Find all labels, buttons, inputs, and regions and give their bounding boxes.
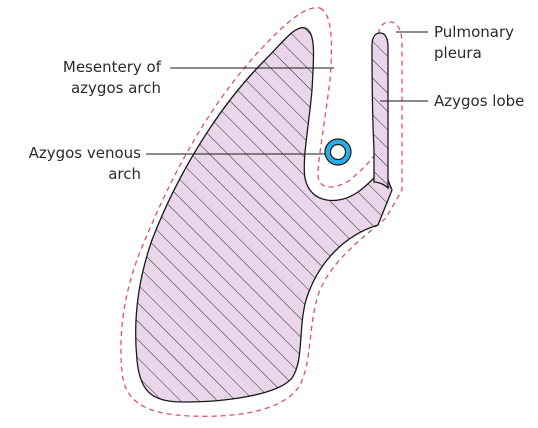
mesentery-label: Mesentery of azygos arch (16, 57, 161, 99)
azygos-lobe-label: Azygos lobe (434, 91, 538, 112)
pulmonary-pleura-label-line2: pleura (434, 43, 538, 64)
azygos-venous-label-line2: arch (0, 164, 141, 185)
azygos-vein-lumen (331, 145, 346, 160)
azygos-lobe-label-text: Azygos lobe (434, 91, 538, 112)
azygos-venous-arch-label: Azygos venous arch (0, 143, 141, 185)
azygos-venous-label-line1: Azygos venous (0, 143, 141, 164)
pulmonary-pleura-label-line1: Pulmonary (434, 22, 538, 43)
mesentery-label-line2: azygos arch (16, 78, 161, 99)
pulmonary-pleura-label: Pulmonary pleura (434, 22, 538, 64)
azygos-lobe-shape (372, 33, 388, 188)
mesentery-label-line1: Mesentery of (16, 57, 161, 78)
